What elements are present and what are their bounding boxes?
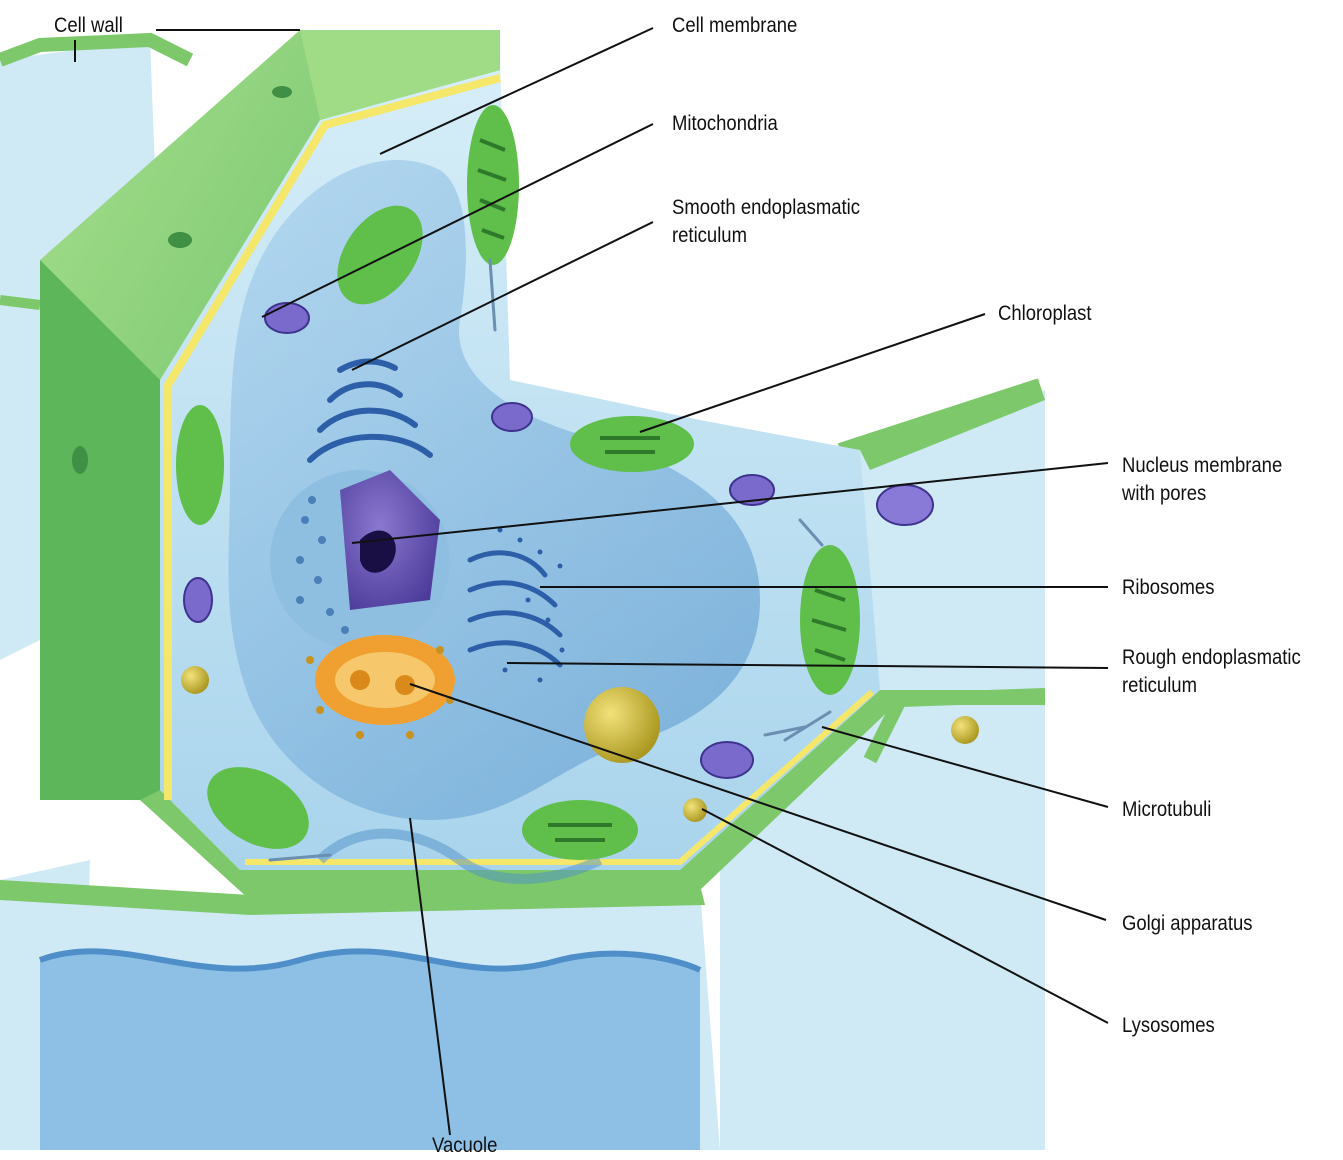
label-nucleus-membrane: Nucleus membrane with pores [1122, 452, 1282, 508]
label-ribosomes: Ribosomes [1122, 574, 1214, 602]
label-rough-er: Rough endoplasmatic reticulum [1122, 644, 1301, 700]
label-cell-wall: Cell wall [54, 12, 123, 40]
label-mitochondria: Mitochondria [672, 110, 778, 138]
label-cell-membrane: Cell membrane [672, 12, 797, 40]
label-golgi-apparatus: Golgi apparatus [1122, 910, 1252, 938]
label-lysosomes: Lysosomes [1122, 1012, 1215, 1040]
nucleus [270, 470, 450, 650]
label-microtubuli: Microtubuli [1122, 796, 1211, 824]
label-chloroplast: Chloroplast [998, 300, 1091, 328]
label-smooth-er: Smooth endoplasmatic reticulum [672, 194, 860, 250]
